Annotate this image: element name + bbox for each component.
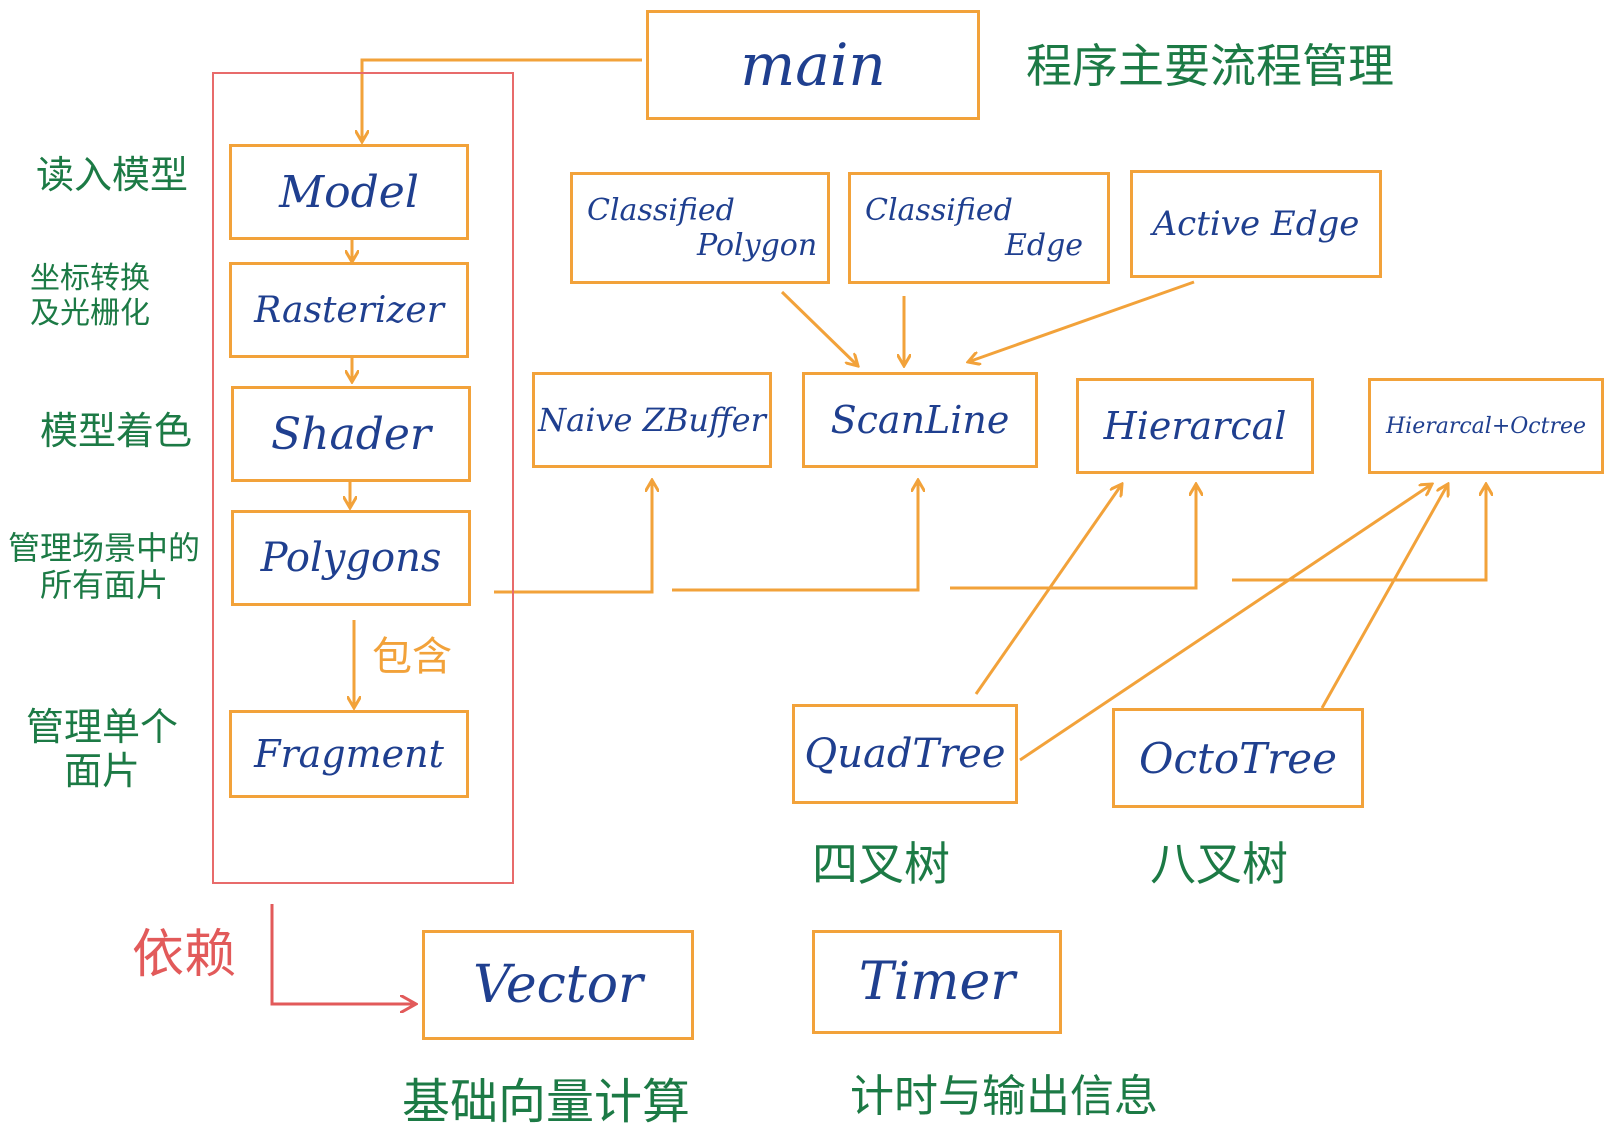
active-edge-label: Active Edge <box>1152 204 1360 244</box>
shader-box: Shader <box>231 386 471 482</box>
edge-quadtree-hieroct <box>1019 484 1432 762</box>
classified-polygon-label-1: Classified <box>587 193 735 228</box>
fragment-box: Fragment <box>229 710 469 798</box>
octotree-box: OctoTree <box>1112 708 1364 808</box>
model-box: Model <box>229 144 469 240</box>
hierarcal-label: Hierarcal <box>1103 404 1287 448</box>
active-edge-box: Active Edge <box>1130 170 1382 278</box>
classified-polygon-box: Classified Polygon <box>570 172 830 284</box>
scanline-box: ScanLine <box>802 372 1038 468</box>
classified-edge-label-2: Edge <box>1005 228 1084 263</box>
title-note: 程序主要流程管理 <box>1026 39 1394 93</box>
shader-note: 模型着色 <box>40 409 193 453</box>
edge-cpoly-scanline <box>780 290 858 366</box>
edge-quadtree-hierarcal <box>974 484 1122 695</box>
vector-label: Vector <box>473 955 643 1015</box>
classified-edge-label-1: Classified <box>865 193 1013 228</box>
timer-label: Timer <box>858 952 1016 1012</box>
polygons-box: Polygons <box>231 510 471 606</box>
edge-polygons-hierarcal <box>950 484 1196 590</box>
fragment-label: Fragment <box>254 732 444 776</box>
hierarcal-box: Hierarcal <box>1076 378 1314 474</box>
model-label: Model <box>279 166 419 218</box>
rasterizer-box: Rasterizer <box>229 262 469 358</box>
classified-edge-box: Classified Edge <box>848 172 1110 284</box>
scanline-label: ScanLine <box>830 398 1010 442</box>
polygons-note: 管理场景中的 所有面片 <box>8 529 201 604</box>
octotree-label: OctoTree <box>1139 733 1337 783</box>
quadtree-label: QuadTree <box>804 731 1006 777</box>
edge-aedge-scanline <box>968 280 1195 362</box>
main-box: main <box>646 10 980 120</box>
naive-zbuffer-box: Naive ZBuffer <box>532 372 772 468</box>
hierarcal-octree-label: Hierarcal+Octree <box>1385 413 1587 439</box>
main-label: main <box>740 31 886 99</box>
vector-box: Vector <box>422 930 694 1040</box>
classified-polygon-label-2: Polygon <box>697 228 818 263</box>
edge-dependency-vector <box>270 904 416 1004</box>
edge-polygons-scanline <box>672 480 918 592</box>
model-note: 读入模型 <box>36 153 189 197</box>
vector-note: 基础向量计算 <box>402 1074 691 1130</box>
hierarcal-octree-box: Hierarcal+Octree <box>1368 378 1604 474</box>
edge-polygons-hieroct <box>1232 484 1486 582</box>
polygons-label: Polygons <box>260 535 442 581</box>
rasterizer-label: Rasterizer <box>254 289 444 331</box>
quadtree-note: 四叉树 <box>812 837 950 891</box>
contains-label: 包含 <box>372 634 452 680</box>
pipeline-container <box>212 72 514 884</box>
edge-octotree-hieroct <box>1320 484 1448 709</box>
octotree-note: 八叉树 <box>1150 837 1288 891</box>
depends-label: 依赖 <box>132 925 237 985</box>
shader-label: Shader <box>271 408 431 460</box>
fragment-note: 管理单个 面片 <box>26 705 179 793</box>
quadtree-box: QuadTree <box>792 704 1018 804</box>
naive-zbuffer-label: Naive ZBuffer <box>538 401 766 439</box>
timer-note: 计时与输出信息 <box>850 1071 1158 1122</box>
rasterizer-note: 坐标转换 及光栅化 <box>30 261 150 331</box>
edge-polygons-naive <box>494 480 652 594</box>
edge-main-model <box>362 58 642 142</box>
timer-box: Timer <box>812 930 1062 1034</box>
